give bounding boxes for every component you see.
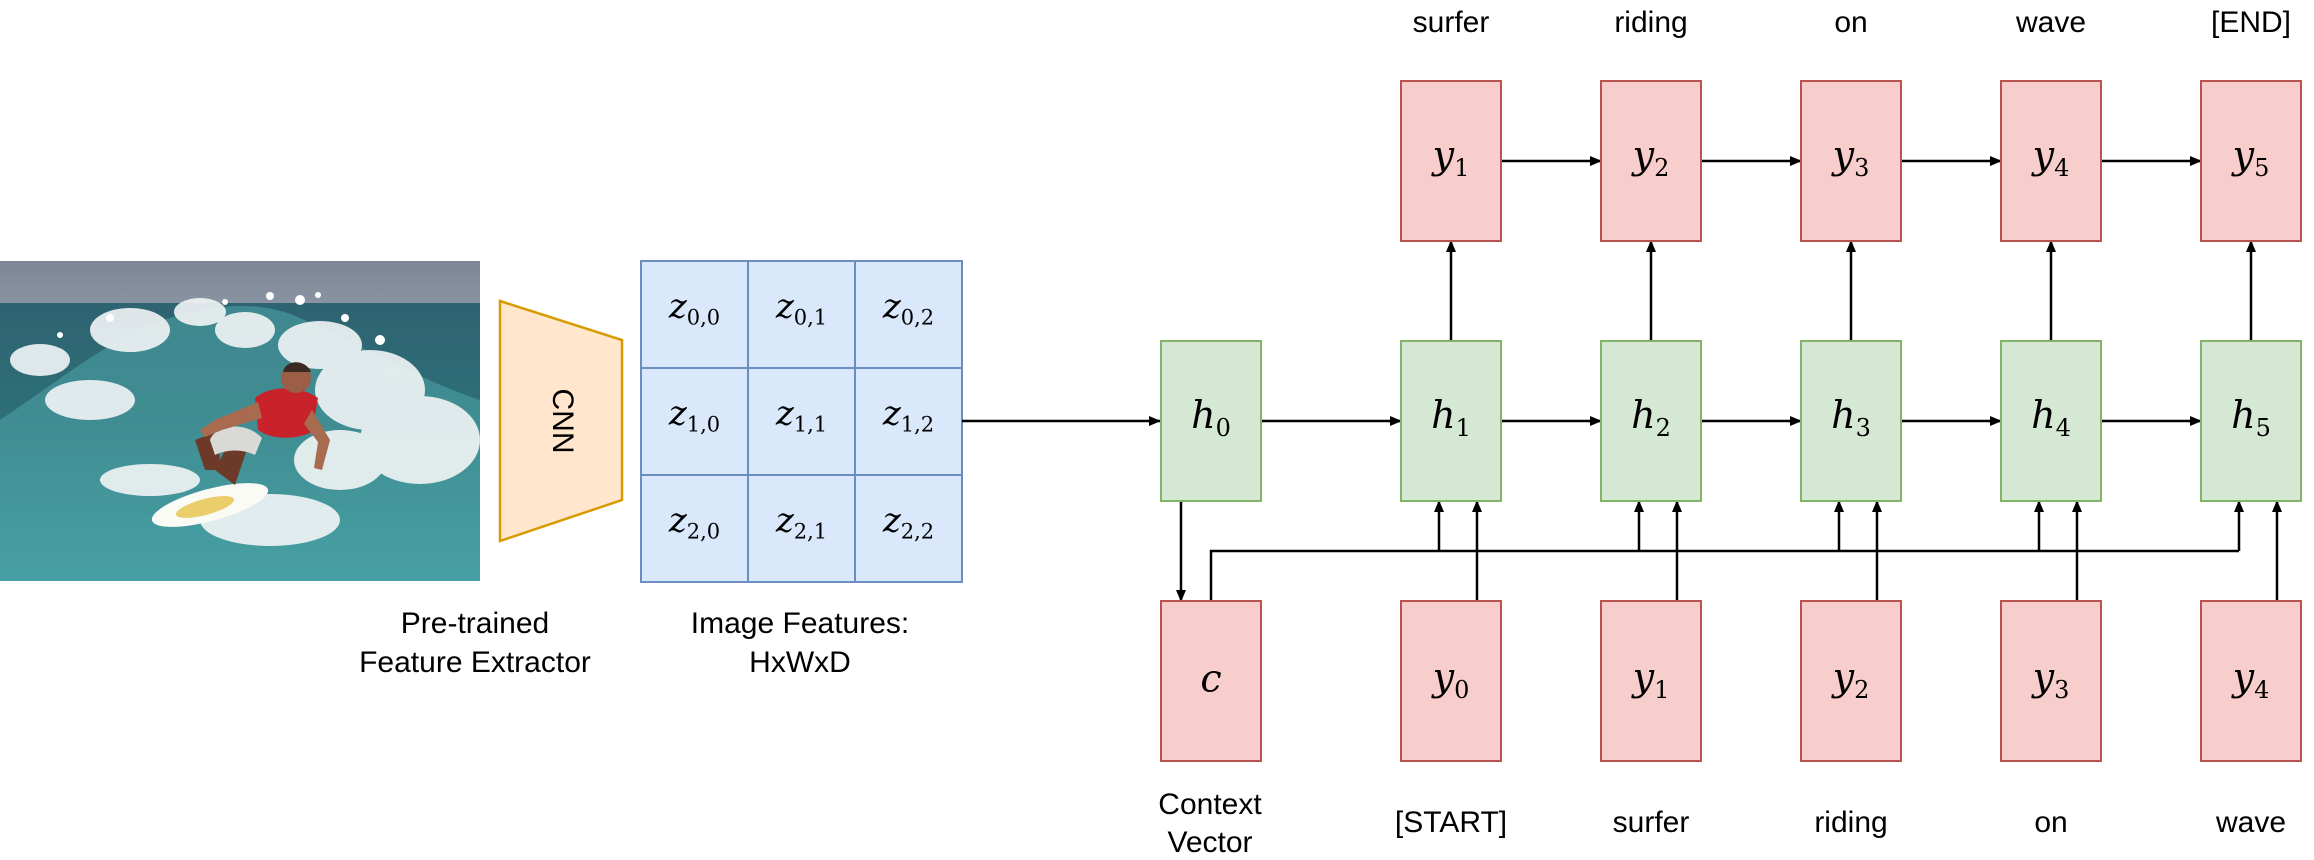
feature-cell [854,474,963,583]
context-caption-line1: Context [1158,788,1262,821]
input-token-label: y3 [2031,655,2070,704]
output-token-box [1600,80,1702,242]
feature-cell-label: z0,1 [775,287,827,330]
output-word: surfer [1413,6,1490,39]
input-word: [START] [1395,806,1507,839]
hidden-state-box [1160,340,1262,502]
feature-cell [854,260,963,369]
input-word: wave [2215,806,2286,839]
output-token-box [1400,80,1502,242]
hidden-state-box [2200,340,2302,502]
context-bus-line [1209,549,2239,601]
feature-cell-label: z2,2 [882,501,934,544]
output-token-box [1800,80,1902,242]
input-token-label: y4 [2231,655,2270,704]
output-token-label: y3 [1831,133,1870,182]
feature-cell-label: z2,0 [668,501,720,544]
context-caption-line2: Vector [1167,826,1252,859]
hidden-state-label: h4 [2031,393,2071,442]
input-token-box [1800,600,1902,762]
output-word: [END] [2211,6,2291,39]
feature-cell [640,367,749,476]
context-vector-box [1160,600,1262,762]
input-word: riding [1814,806,1887,839]
feature-cell-label: z0,2 [882,287,934,330]
hidden-state-label: h1 [1431,393,1471,442]
feature-cell [640,474,749,583]
feature-cell-label: z0,0 [668,287,720,330]
features-caption-line2: HxWxD [749,646,851,679]
output-token-label: y4 [2031,133,2070,182]
input-token-box [1400,600,1502,762]
cnn-block [498,299,624,543]
feature-cell-label: z1,1 [775,394,827,437]
input-word: on [2034,806,2067,839]
feature-cell-label: z2,1 [775,501,827,544]
context-vector-label: c [1200,657,1221,701]
input-token-box [2200,600,2302,762]
hidden-state-label: h0 [1191,393,1231,442]
rnn-nodes: h0 h1 h2 h3 h4 h5 y1 surfer y2 riding y3 on y4 wave y5… [1160,6,2302,839]
image-features-grid: z0,0 z0,1 z0,2 z1,0 z1,1 z1,2 z2,0 z2,1 z2,2 [640,260,963,583]
feature-cell [747,260,856,369]
hidden-state-box [1800,340,1902,502]
input-token-label: y2 [1831,655,1870,704]
cnn-caption-line1: Pre-trained [401,607,549,640]
hidden-state-box [2000,340,2102,502]
hidden-state-label: h5 [2231,393,2271,442]
cnn-caption-line2: Feature Extractor [359,646,591,679]
surfer-photo-icon [0,261,480,581]
input-token-label: y1 [1631,655,1670,704]
feature-cell [747,474,856,583]
output-word: riding [1614,6,1687,39]
cnn-label: CNN [546,389,579,454]
output-token-label: y2 [1631,133,1670,182]
output-token-label: y5 [2231,133,2270,182]
input-token-box [1600,600,1702,762]
output-word: wave [2015,6,2086,39]
input-token-label: y0 [1431,655,1470,704]
output-token-label: y1 [1431,133,1470,182]
hidden-state-box [1600,340,1702,502]
output-word: on [1834,6,1867,39]
input-token-box [2000,600,2102,762]
feature-cell-label: z1,0 [668,394,720,437]
output-token-box [2000,80,2102,242]
hidden-state-label: h3 [1831,393,1871,442]
feature-cell-label: z1,2 [882,394,934,437]
features-caption-line1: Image Features: [691,607,909,640]
input-word: surfer [1613,806,1690,839]
hidden-state-label: h2 [1631,393,1671,442]
output-token-box [2200,80,2302,242]
connection-arrows [962,156,2282,602]
feature-cell [854,367,963,476]
hidden-state-box [1400,340,1502,502]
